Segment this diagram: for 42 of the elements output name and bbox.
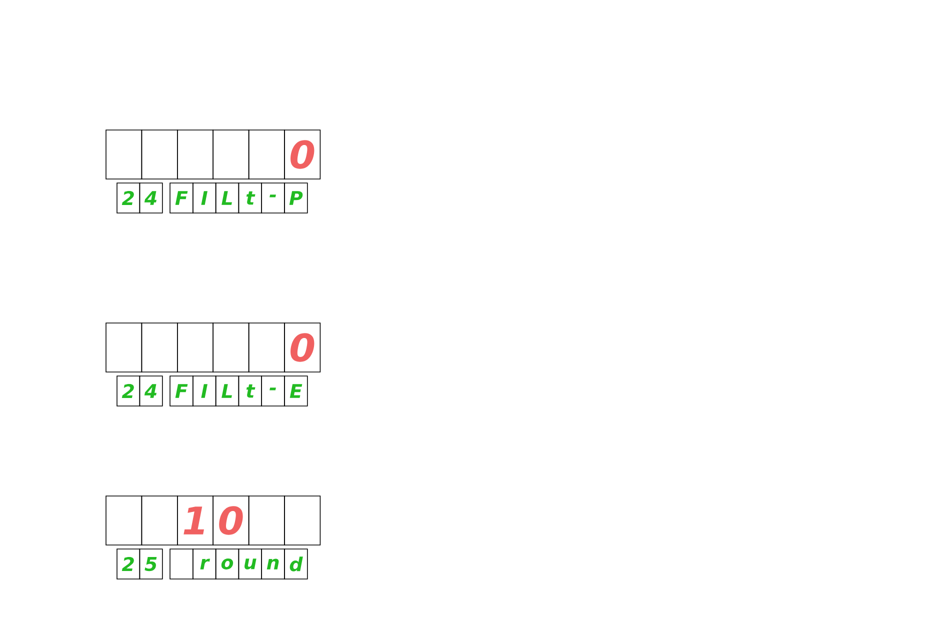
display-cell — [106, 130, 142, 180]
display-cell: t — [238, 376, 262, 406]
display-cell: - — [261, 376, 285, 406]
display-cell — [106, 496, 142, 546]
display-cell: 0 — [284, 322, 321, 372]
display-cell: u — [238, 548, 262, 580]
display-cell — [248, 322, 285, 372]
display-cell: 2 — [116, 376, 140, 406]
display-cell: E — [284, 376, 308, 406]
display-cell — [284, 496, 321, 546]
display-cell: 0 — [284, 130, 321, 180]
display-cell: t — [238, 182, 262, 214]
display-cell: r — [192, 548, 216, 580]
display-cell: F — [170, 182, 194, 214]
display-cell: n — [261, 548, 285, 580]
display-cell: o — [215, 548, 240, 580]
display-cell: L — [215, 376, 240, 406]
display-cell: - — [261, 182, 285, 214]
display-cell: 1 — [177, 496, 214, 546]
display-cell — [141, 322, 178, 372]
display-cell: 4 — [139, 376, 163, 406]
display-cell: I — [192, 182, 216, 214]
display-cell: L — [215, 182, 240, 214]
display-cell: 5 — [139, 548, 163, 580]
display-cell — [141, 130, 178, 180]
display-cell: I — [192, 376, 216, 406]
display-cell — [170, 548, 194, 580]
display-cell — [177, 130, 214, 180]
display-cell: F — [170, 376, 194, 406]
display-cell: 0 — [212, 496, 250, 546]
display-cell — [248, 130, 285, 180]
display-cell — [212, 322, 250, 372]
display-cell: d — [284, 548, 308, 580]
display-cell: P — [284, 182, 308, 214]
display-cell — [177, 322, 214, 372]
display-cell — [106, 322, 142, 372]
display-cell: 2 — [116, 548, 140, 580]
display-cell — [212, 130, 250, 180]
display-cell: 4 — [139, 182, 163, 214]
display-cell — [141, 496, 178, 546]
display-cell: 2 — [116, 182, 140, 214]
display-cell — [248, 496, 285, 546]
